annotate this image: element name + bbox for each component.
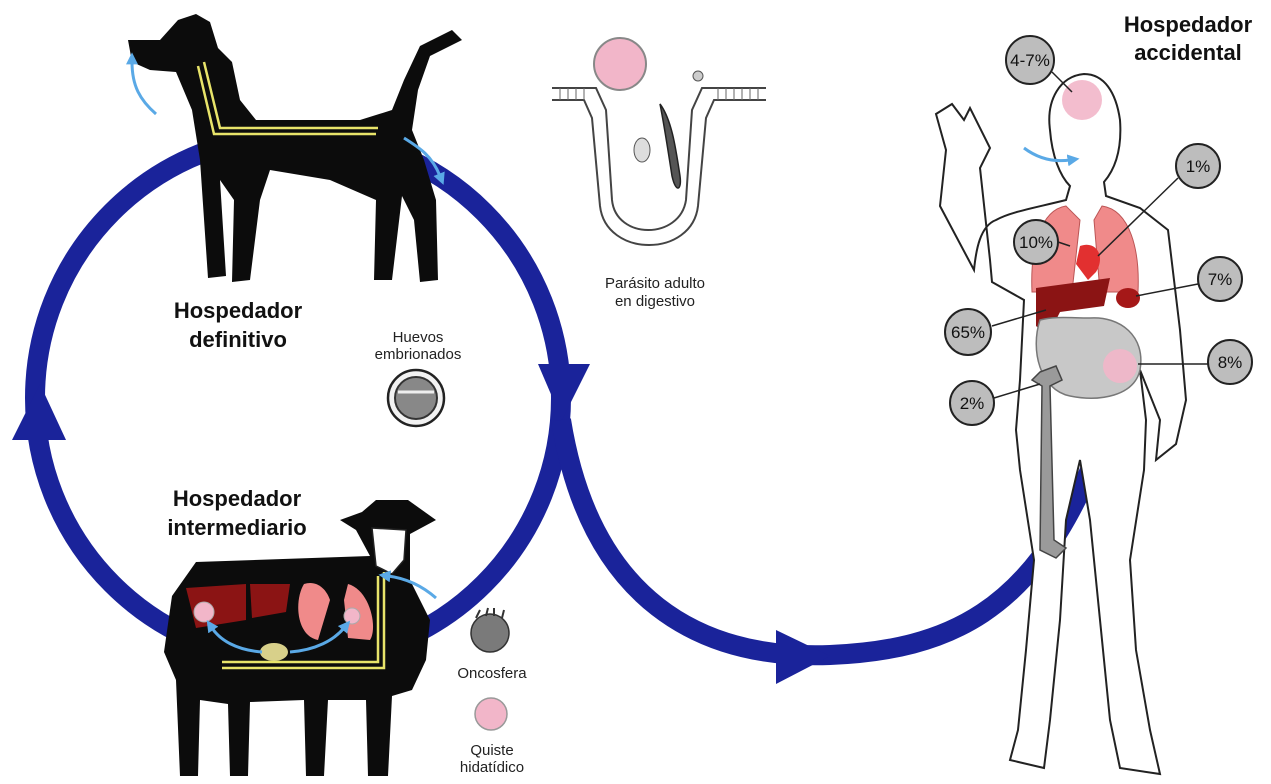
sheep-cyst-lung bbox=[344, 608, 360, 624]
oncosphere-icon bbox=[471, 608, 509, 652]
accidental-branch-arc bbox=[561, 420, 1090, 655]
oncosphere-label: Oncosfera bbox=[457, 665, 527, 682]
intermediate-host-label: Hospedador bbox=[173, 486, 302, 511]
adult-tapeworm bbox=[660, 104, 680, 188]
badge-spleen-text: 7% bbox=[1208, 270, 1233, 289]
badge-heart-text: 1% bbox=[1186, 157, 1211, 176]
sheep-silhouette bbox=[164, 500, 436, 776]
hydatid-cyst-label-2: hidatídico bbox=[460, 759, 524, 776]
arrowhead-left-up bbox=[12, 384, 66, 440]
adult-parasite-label-2: en digestivo bbox=[615, 293, 695, 310]
badge-brain-text: 4-7% bbox=[1010, 51, 1050, 70]
human-kidney-cyst bbox=[1103, 349, 1137, 383]
arrowhead-right-down bbox=[538, 364, 590, 420]
eggs-label: Huevos bbox=[393, 329, 444, 346]
badge-liver-text: 65% bbox=[951, 323, 985, 342]
hydatid-cyst-icon bbox=[475, 698, 507, 730]
human-brain-cyst bbox=[1062, 80, 1102, 120]
eggs-label-2: embrionados bbox=[375, 346, 462, 363]
intestine-illustration bbox=[552, 38, 766, 245]
adult-parasite-label: Parásito adulto bbox=[605, 275, 705, 292]
dog-silhouette bbox=[128, 14, 462, 282]
accidental-host-label-2: accidental bbox=[1134, 40, 1242, 65]
badge-lung-text: 10% bbox=[1019, 233, 1053, 252]
intermediate-host-label-2: intermediario bbox=[167, 515, 306, 540]
small-egg bbox=[693, 71, 703, 81]
human-spleen bbox=[1116, 288, 1140, 308]
definitive-host-label-2: definitivo bbox=[189, 327, 287, 352]
cyst-icon-top bbox=[594, 38, 646, 90]
arrowhead-bottom-right bbox=[776, 630, 830, 684]
sheep-cyst-liver bbox=[194, 602, 214, 622]
sheep-intestine bbox=[260, 643, 288, 661]
embryonated-egg-icon bbox=[388, 370, 444, 426]
definitive-host-label: Hospedador bbox=[174, 298, 303, 323]
badge-bone-text: 2% bbox=[960, 394, 985, 413]
badge-kidney-text: 8% bbox=[1218, 353, 1243, 372]
accidental-host-label: Hospedador bbox=[1124, 12, 1253, 37]
egg-in-gut bbox=[634, 138, 650, 162]
hydatid-cyst-label: Quiste bbox=[470, 742, 513, 759]
